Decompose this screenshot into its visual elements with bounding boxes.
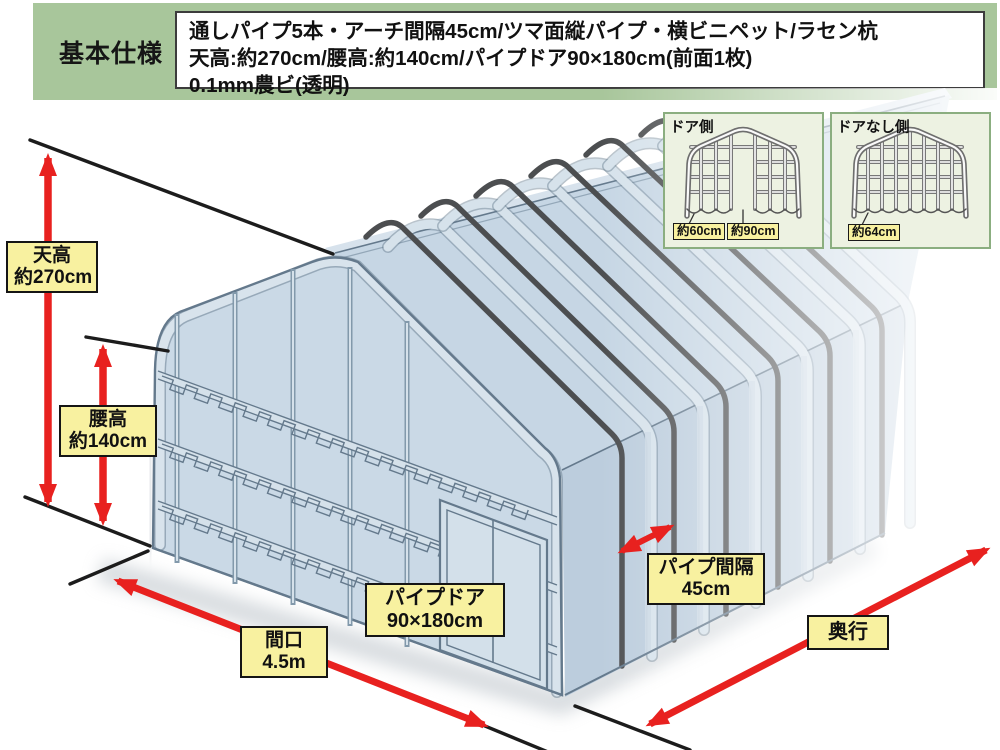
no-door-side-frame-drawing [851,126,969,226]
maguchi-label: 間口 4.5m [240,626,328,678]
spec-line-2: 天高:約270cm/腰高:約140cm/パイプドア90×180cm(前面1枚) [189,47,753,70]
inset-door-side: ドア側 [663,112,824,249]
spec-header-label: 基本仕様 [59,39,164,68]
inset-no-door-side: ドアなし側 約64cm [830,112,991,249]
inset-door-side-title: ドア側 [670,120,714,136]
spec-line-3: 0.1mm農ビ(透明) [189,74,350,97]
spec-header: 基本仕様 通しパイプ5本・アーチ間隔45cm/ツマ面縦パイプ・横ビニペット/ラセ… [33,3,997,100]
tenko-label: 天高 約270cm [6,241,98,293]
pipe-interval-label: パイプ間隔 45cm [647,553,765,605]
spec-text-box: 通しパイプ5本・アーチ間隔45cm/ツマ面縦パイプ・横ビニペット/ラセン杭 天高… [175,11,985,97]
okuyuki-label: 奥行 [807,615,889,650]
no-door-side-dim-64: 約64cm [848,224,901,241]
spec-line-1: 通しパイプ5本・アーチ間隔45cm/ツマ面縦パイプ・横ビニペット/ラセン杭 [189,20,878,43]
door-side-frame-drawing [684,126,802,225]
door-side-dim-90: 約90cm [727,223,780,240]
pipe-door-label: パイプドア 90×180cm [365,583,505,637]
door-side-dim-60: 約60cm [673,223,726,240]
inset-no-door-side-title: ドアなし側 [837,120,910,136]
koshidaka-label: 腰高 約140cm [59,405,157,457]
pipe-interval-arrow [617,524,675,554]
